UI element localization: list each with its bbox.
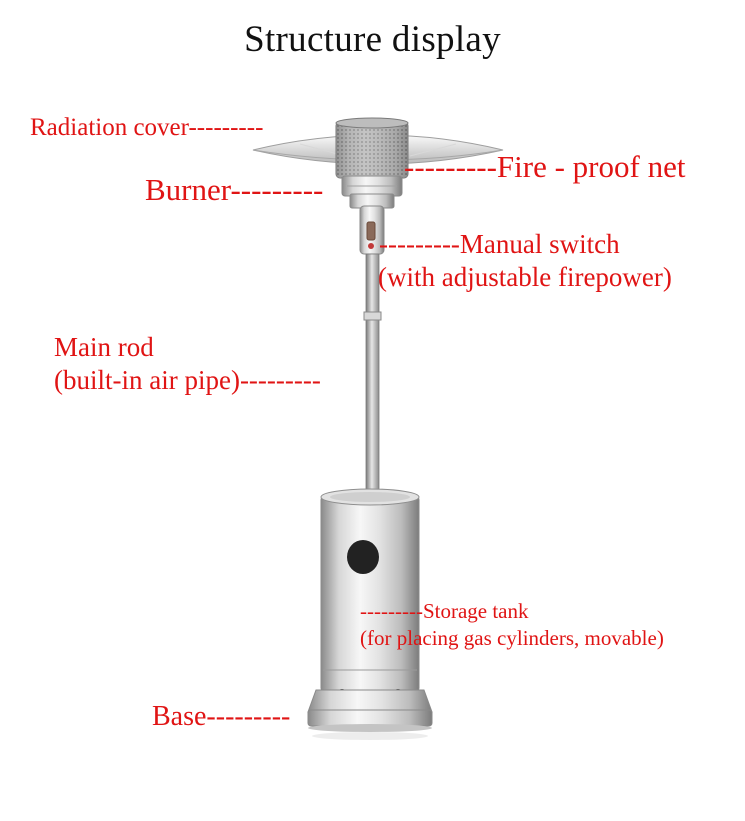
diagram-title: Structure display [244, 19, 501, 60]
label-manual-switch-detail: (with adjustable firepower) [378, 262, 672, 292]
base [307, 689, 433, 740]
label-base: Base--------- [152, 701, 291, 732]
label-burner: Burner--------- [145, 172, 324, 207]
label-manual-switch: ---------Manual switch [379, 229, 620, 259]
label-main-rod-detail: (built-in air pipe)--------- [54, 365, 321, 395]
label-fire-proof-net: ---------Fire - proof net [404, 149, 686, 184]
label-storage-tank: ---------Storage tank [360, 599, 529, 623]
fire-proof-net [335, 117, 409, 179]
label-storage-tank-detail: (for placing gas cylinders, movable) [360, 626, 664, 650]
storage-tank [320, 488, 420, 699]
label-radiation-cover: Radiation cover--------- [30, 114, 264, 141]
tank-viewing-hole [347, 540, 379, 574]
burner [341, 175, 403, 209]
manual-switch [359, 205, 385, 255]
label-main-rod: Main rod [54, 332, 154, 362]
